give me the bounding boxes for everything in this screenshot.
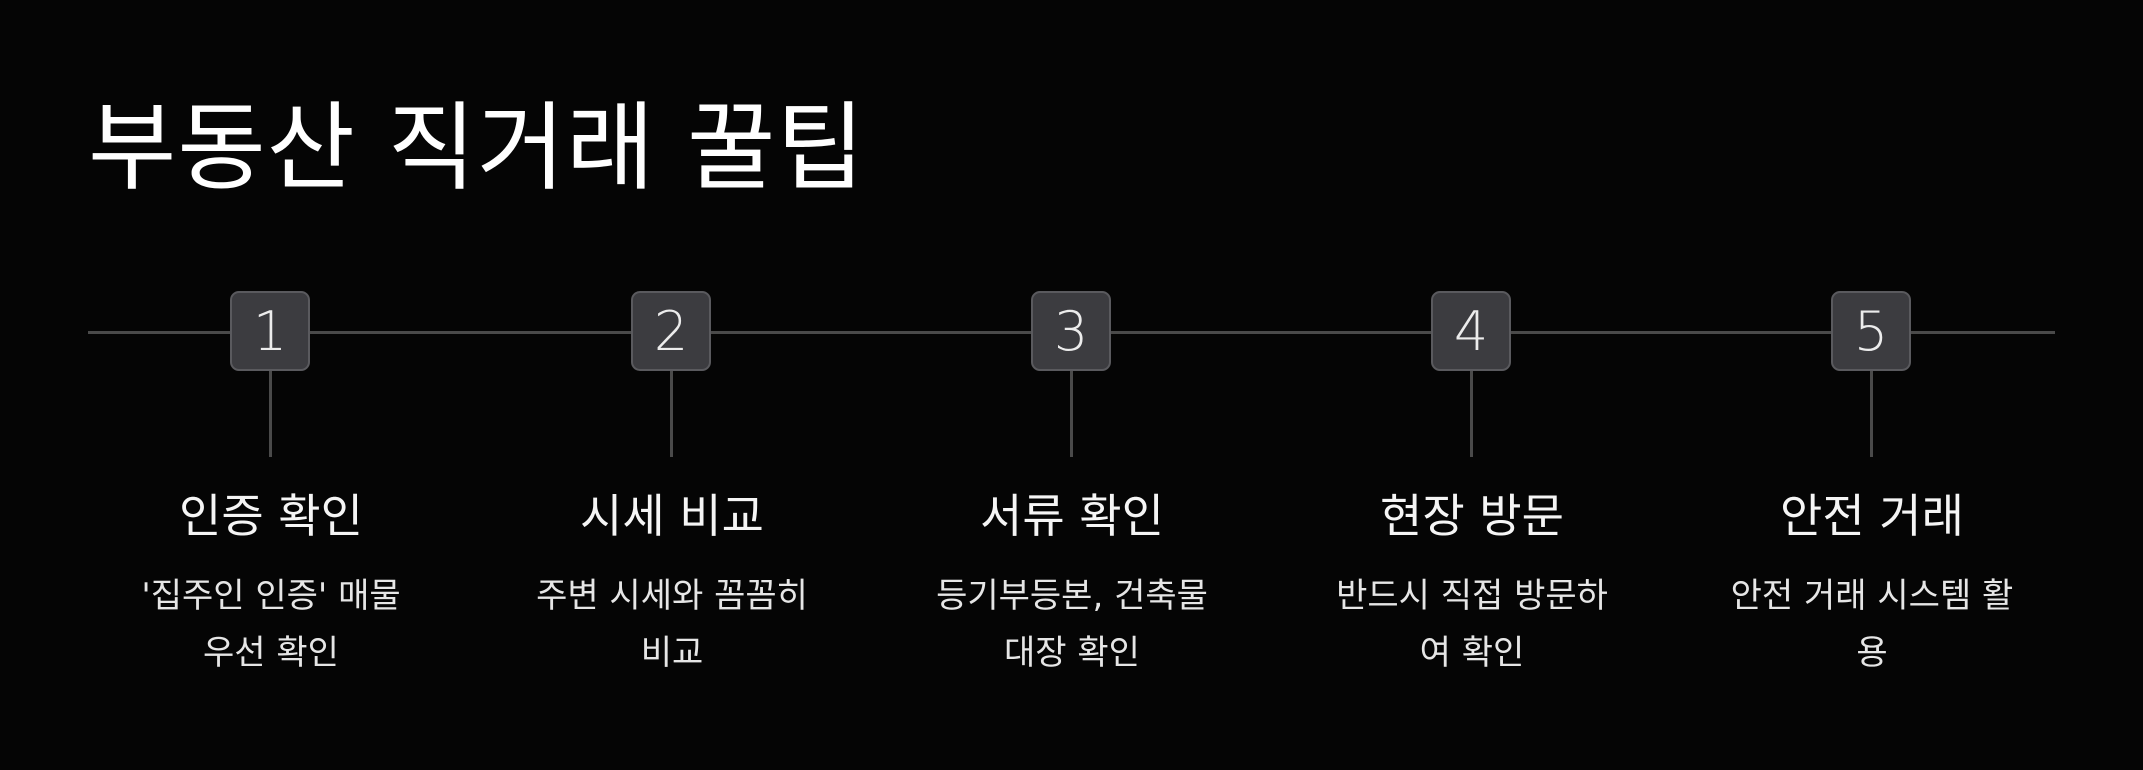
step-number-badge: 2 (631, 291, 711, 371)
step-description-line: 용 (1856, 633, 1888, 673)
step-connector (1070, 371, 1073, 457)
step-description-line: 주변 시세와 꼼꼼히 (536, 576, 808, 616)
step-connector (670, 371, 673, 457)
step-connector (1470, 371, 1473, 457)
step-number-badge: 3 (1031, 291, 1111, 371)
step-title: 인증 확인 (179, 489, 363, 543)
step-4: 4 현장 방문 반드시 직접 방문하 여 확인 (1292, 0, 1652, 770)
step-number-badge: 5 (1831, 291, 1911, 371)
step-description-line: '집주인 인증' 매물 (141, 576, 401, 616)
step-title: 서류 확인 (980, 489, 1164, 543)
step-description: 안전 거래 시스템 활 용 (1722, 568, 2022, 682)
step-number-badge: 4 (1431, 291, 1511, 371)
step-description-line: 대장 확인 (1004, 633, 1140, 673)
step-3: 3 서류 확인 등기부등본, 건축물 대장 확인 (892, 0, 1252, 770)
step-description: 반드시 직접 방문하 여 확인 (1322, 568, 1622, 682)
step-description-line: 반드시 직접 방문하 (1336, 576, 1608, 616)
step-description-line: 안전 거래 시스템 활 (1730, 576, 2014, 616)
step-title: 현장 방문 (1380, 489, 1564, 543)
step-number-badge: 1 (230, 291, 310, 371)
step-connector (269, 371, 272, 457)
page-title: 부동산 직거래 꿀팁 (88, 92, 866, 204)
step-title: 시세 비교 (580, 489, 764, 543)
step-description-line: 비교 (640, 633, 704, 673)
step-title: 안전 거래 (1780, 489, 1964, 543)
step-description: 등기부등본, 건축물 대장 확인 (922, 568, 1222, 682)
step-description-line: 여 확인 (1419, 633, 1525, 673)
step-description-line: 등기부등본, 건축물 (936, 576, 1208, 616)
step-1: 1 인증 확인 '집주인 인증' 매물 우선 확인 (91, 0, 451, 770)
step-description-line: 우선 확인 (203, 633, 339, 673)
step-description: '집주인 인증' 매물 우선 확인 (121, 568, 421, 682)
step-5: 5 안전 거래 안전 거래 시스템 활 용 (1692, 0, 2052, 770)
step-2: 2 시세 비교 주변 시세와 꼼꼼히 비교 (492, 0, 852, 770)
step-connector (1870, 371, 1873, 457)
step-description: 주변 시세와 꼼꼼히 비교 (522, 568, 822, 682)
